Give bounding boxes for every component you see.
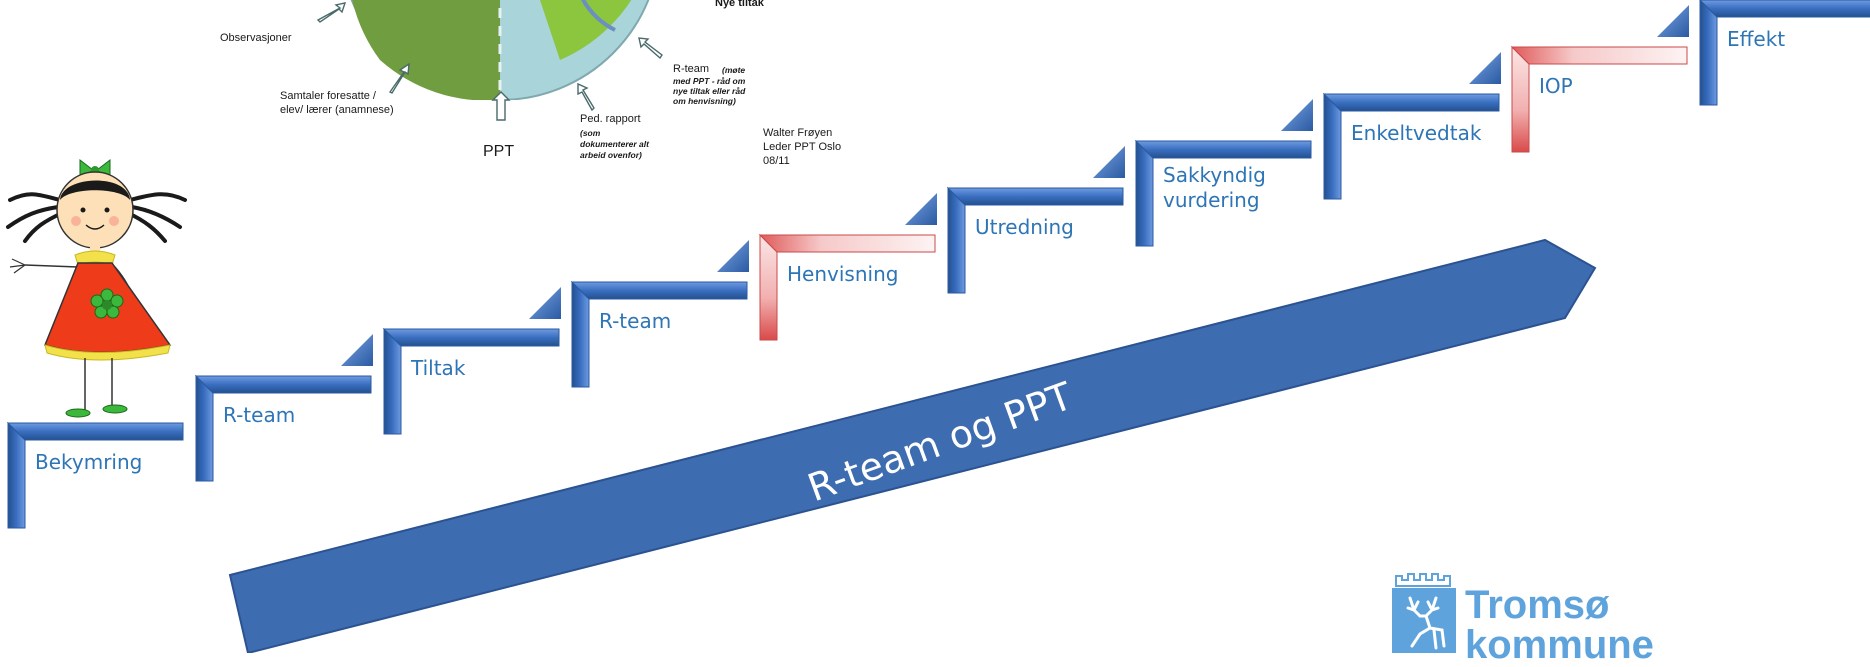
reindeer-crest-icon: [1392, 573, 1456, 653]
step-riser-10: [1699, 0, 1718, 106]
step-label-4: R-team: [599, 309, 672, 333]
figure-samtaler-line1: Samtaler foresatte /: [280, 90, 376, 102]
process-diagram: Nye tiltak Observasjoner Samtaler foresa…: [6, 0, 1870, 665]
figure-rteam: R-team: [673, 63, 710, 75]
step-label-6: Utredning: [975, 215, 1074, 239]
step-corner-6: [1093, 146, 1125, 178]
step-tread-1: [6, 422, 184, 441]
step-1: [6, 421, 184, 529]
logo-line2: kommune: [1465, 623, 1654, 667]
source-figure-graphic: [316, 0, 663, 121]
step-5: [758, 193, 937, 341]
step-riser-9: [1511, 45, 1530, 153]
figure-rteam-note1: (møte: [722, 65, 746, 75]
figure-rteam-note2: med PPT - råd om: [673, 76, 746, 86]
figure-author-role: Leder PPT Oslo: [763, 141, 842, 153]
step-tread-8: [1322, 93, 1500, 112]
step-tread-6: [946, 187, 1124, 206]
step-corner-3: [529, 287, 561, 319]
step-7: [1134, 99, 1313, 247]
figure-rteam-note4: om henvisning): [673, 96, 736, 106]
figure-observasjoner: Observasjoner: [220, 32, 292, 44]
figure-samtaler-line2: elev/ lærer (anamnese): [280, 104, 394, 116]
step-corner-4: [717, 240, 749, 272]
step-corner-5: [905, 193, 937, 225]
step-riser-8: [1323, 92, 1342, 200]
step-tread-9: [1510, 46, 1688, 65]
figure-author-date: 08/11: [763, 155, 790, 167]
step-tread-2: [194, 375, 372, 394]
step-corner-9: [1657, 5, 1689, 37]
step-label-2: R-team: [223, 403, 296, 427]
step-4: [570, 240, 749, 388]
step-label-9: IOP: [1539, 74, 1573, 98]
figure-rteam-note3: nye tiltak eller råd: [673, 86, 746, 96]
girl-cartoon-icon: [6, 158, 187, 418]
step-riser-3: [383, 327, 402, 435]
figure-ped-rapport-note1: (som: [580, 128, 601, 138]
steps-graphic: [6, 0, 1870, 529]
step-tread-4: [570, 281, 748, 300]
step-tread-3: [382, 328, 560, 347]
step-label-3: Tiltak: [411, 356, 466, 380]
step-tread-7: [1134, 140, 1312, 159]
step-label-1: Bekymring: [35, 450, 143, 474]
step-label-5: Henvisning: [787, 262, 899, 286]
step-corner-7: [1281, 99, 1313, 131]
step-label-10: Effekt: [1727, 27, 1786, 51]
step-corner-2: [341, 334, 373, 366]
step-tread-5: [758, 234, 936, 253]
step-2: [194, 334, 373, 482]
figure-ped-rapport: Ped. rapport: [580, 113, 641, 125]
step-8: [1322, 52, 1501, 200]
step-label-7: Sakkyndig vurdering: [1163, 163, 1266, 212]
step-riser-1: [7, 421, 26, 529]
step-10: [1699, 0, 1870, 106]
big-arrow-graphic: [228, 238, 1597, 653]
step-3: [382, 287, 561, 435]
step-riser-5: [759, 233, 778, 341]
step-9: [1510, 5, 1689, 153]
step-corner-8: [1469, 52, 1501, 84]
step-label-8: Enkeltvedtak: [1351, 121, 1482, 145]
figure-ped-rapport-note3: arbeid ovenfor): [580, 150, 642, 160]
step-riser-7: [1135, 139, 1154, 247]
step-riser-4: [571, 280, 590, 388]
step-tread-10: [1699, 0, 1870, 18]
figure-ppt: PPT: [483, 143, 515, 160]
logo-line1: Tromsø: [1465, 583, 1610, 627]
step-riser-6: [947, 186, 966, 294]
step-6: [946, 146, 1125, 294]
figure-author-name: Walter Frøyen: [763, 127, 833, 139]
figure-ped-rapport-note2: dokumenterer alt: [580, 139, 649, 149]
figure-nye-tiltak: Nye tiltak: [715, 0, 764, 9]
